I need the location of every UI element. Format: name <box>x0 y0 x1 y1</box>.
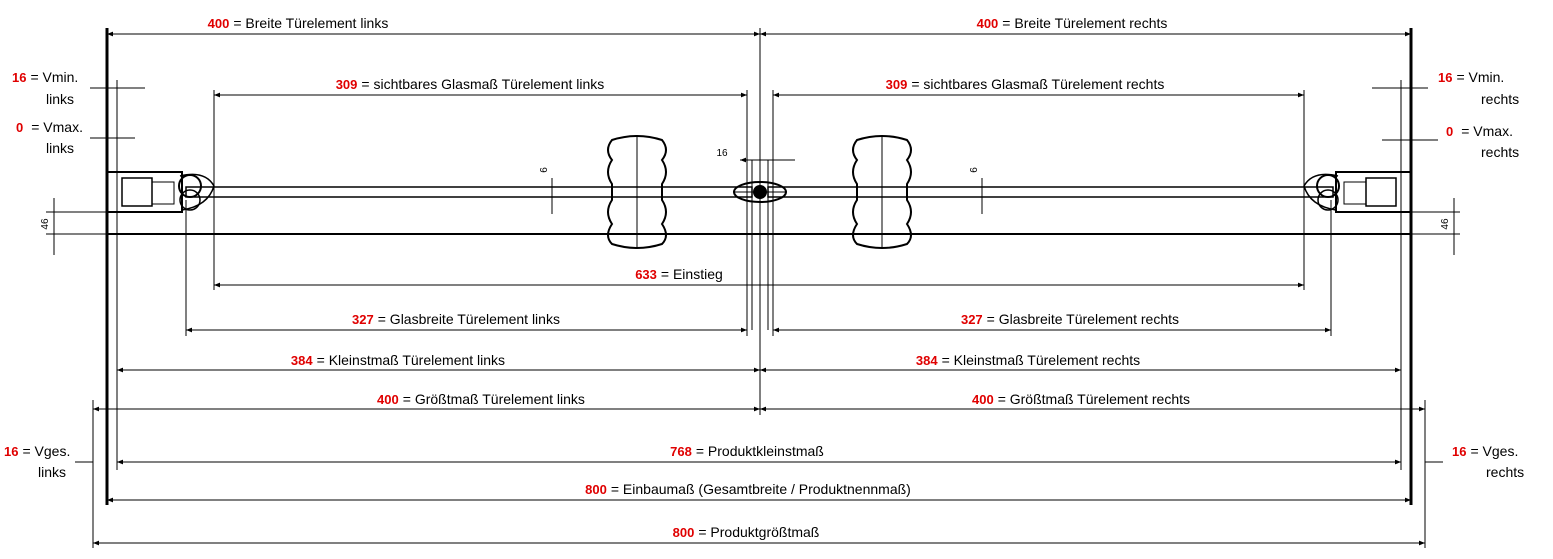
vmax-links-side: links <box>46 140 74 156</box>
dim-breite-links: 400= Breite Türelement links <box>208 15 389 31</box>
vmin-links: 16= Vmin. <box>12 69 78 85</box>
profile-depth-label-left: 46 <box>40 218 51 230</box>
vmin-rechts: 16= Vmin. <box>1438 69 1504 85</box>
dim-glasbreite-links: 327= Glasbreite Türelement links <box>352 311 560 327</box>
dim-kleinst-links: 384= Kleinstmaß Türelement links <box>291 352 505 368</box>
vmax-rechts-side: rechts <box>1481 144 1519 160</box>
dim-kleinst-rechts: 384= Kleinstmaß Türelement rechts <box>916 352 1140 368</box>
wall-profile-right <box>1303 171 1412 213</box>
vmin-rechts-side: rechts <box>1481 91 1519 107</box>
dim-produktgroesst: 800= Produktgrößtmaß <box>673 524 820 540</box>
dim-glasbreite-rechts: 327= Glasbreite Türelement rechts <box>961 311 1179 327</box>
vges-rechts-side: rechts <box>1486 464 1524 480</box>
thickness-marks: 6 6 46 46 16 <box>40 148 1460 255</box>
dim-glas-sicht-rechts: 309= sichtbares Glasmaß Türelement recht… <box>886 76 1165 92</box>
vmax-rechts: 0= Vmax. <box>1446 123 1513 139</box>
vges-links-side: links <box>38 464 66 480</box>
center-gap-label: 16 <box>716 148 728 159</box>
handle-right <box>852 135 912 249</box>
handle-left <box>607 135 667 249</box>
dim-glas-sicht-links: 309= sichtbares Glasmaß Türelement links <box>336 76 605 92</box>
dimension-labels: 400= Breite Türelement links 400= Breite… <box>208 15 1190 540</box>
dimension-lines <box>75 31 1443 546</box>
vges-links: 16= Vges. <box>4 443 70 459</box>
dim-produktkleinst: 768= Produktkleinstmaß <box>670 443 824 459</box>
vmax-links: 0= Vmax. <box>16 119 83 135</box>
vges-rechts: 16= Vges. <box>1452 443 1518 459</box>
side-notes: 16= Vmin. links 0= Vmax. links 16= Vmin.… <box>4 69 1524 480</box>
glass-thickness-label-left: 6 <box>539 167 550 173</box>
glass-panel-left <box>185 186 753 198</box>
profile-depth-label-right: 46 <box>1440 218 1451 230</box>
dim-einstieg: 633= Einstieg <box>635 266 723 282</box>
glass-panel-right <box>767 186 1334 198</box>
door-assembly <box>92 28 1426 548</box>
dim-breite-rechts: 400= Breite Türelement rechts <box>977 15 1168 31</box>
dim-einbau: 800= Einbaumaß (Gesamtbreite / Produktne… <box>585 481 911 497</box>
glass-thickness-label-right: 6 <box>969 167 980 173</box>
wall-profile-left <box>106 171 215 213</box>
vmin-links-side: links <box>46 91 74 107</box>
dim-groesst-links: 400= Größtmaß Türelement links <box>377 391 585 407</box>
dim-groesst-rechts: 400= Größtmaß Türelement rechts <box>972 391 1190 407</box>
center-seal <box>733 181 787 203</box>
